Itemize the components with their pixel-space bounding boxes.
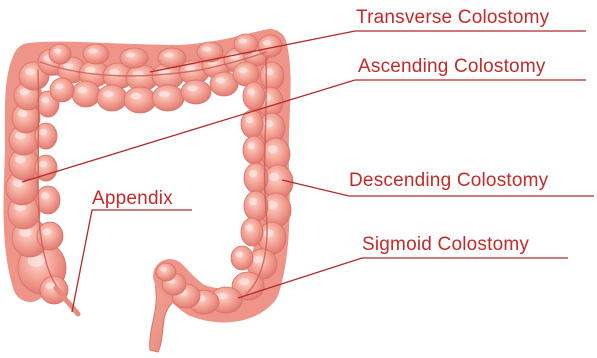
haustrum-33 [49, 44, 71, 64]
haustrum-54 [241, 218, 263, 246]
haustrum-highlight-35 [126, 53, 136, 58]
haustrum-highlight-36 [164, 53, 174, 58]
haustrum-highlight-38 [239, 39, 247, 44]
haustrum-highlight-52 [249, 170, 257, 178]
haustrum-highlight-43 [268, 145, 278, 153]
haustrum-37 [197, 42, 223, 62]
haustrum-32 [50, 78, 74, 102]
haustrum-highlight-47 [253, 256, 264, 264]
haustrum-highlight-13 [39, 161, 47, 168]
haustrum-highlight-12 [41, 192, 49, 199]
haustrum-highlight-18 [109, 69, 120, 76]
haustrum-highlight-55 [235, 251, 243, 257]
haustrum-12 [36, 186, 60, 214]
haustrum-51 [243, 136, 265, 164]
haustrum-53 [244, 191, 268, 221]
haustrum-highlight-26 [103, 91, 114, 98]
haustrum-highlight-34 [88, 49, 97, 54]
haustrum-highlight-45 [267, 201, 278, 210]
haustrum-highlight-11 [42, 228, 51, 235]
haustrum-40 [260, 62, 284, 90]
haustrum-60 [156, 263, 176, 281]
haustrum-highlight-14 [39, 129, 47, 136]
haustrum-highlight-53 [249, 198, 257, 206]
haustrum-28 [152, 85, 184, 111]
haustrum-highlight-39 [263, 40, 271, 46]
haustrum-highlight-4 [15, 155, 26, 163]
haustrum-highlight-46 [264, 229, 274, 237]
haustrum-highlight-6 [18, 110, 28, 118]
label-sigmoid-colostomy: Sigmoid Colostomy [362, 234, 529, 256]
haustrum-highlight-8 [25, 68, 36, 75]
haustrum-highlight-37 [202, 47, 211, 52]
haustrum-highlight-51 [247, 142, 255, 149]
haustrum-highlight-15 [41, 97, 49, 104]
haustrum-25 [72, 81, 100, 107]
haustrum-highlight-33 [53, 49, 61, 54]
haustrum-highlight-29 [187, 85, 198, 91]
haustrum-34 [83, 44, 109, 64]
haustrum-highlight-7 [20, 88, 30, 95]
haustrum-55 [231, 246, 253, 270]
haustrum-highlight-48 [238, 278, 249, 285]
label-transverse-colostomy: Transverse Colostomy [356, 7, 549, 29]
haustrum-highlight-28 [158, 91, 169, 98]
label-descending-colostomy: Descending Colostomy [349, 170, 548, 192]
haustrum-highlight-16 [64, 63, 74, 70]
haustrum-highlight-17 [85, 67, 96, 74]
haustrum-highlight-25 [78, 87, 88, 94]
label-ascending-colostomy: Ascending Colostomy [358, 56, 546, 78]
haustrum-highlight-31 [238, 67, 247, 73]
haustrum-49 [243, 82, 265, 110]
haustrum-highlight-60 [160, 267, 167, 272]
haustrum-highlight-32 [55, 83, 63, 89]
haustrum-35 [120, 48, 148, 68]
leader-line-sigmoid [238, 258, 568, 298]
haustrum-27 [124, 87, 156, 113]
label-appendix: Appendix [92, 188, 173, 210]
haustrum-highlight-54 [245, 224, 253, 231]
haustrum-26 [97, 85, 127, 111]
haustrum-29 [181, 80, 211, 104]
haustrum-highlight-27 [130, 93, 141, 100]
haustrum-highlight-50 [245, 116, 253, 123]
haustrum-highlight-30 [216, 77, 226, 83]
haustrum-highlight-49 [247, 88, 255, 95]
haustrum-highlight-44 [269, 173, 280, 182]
